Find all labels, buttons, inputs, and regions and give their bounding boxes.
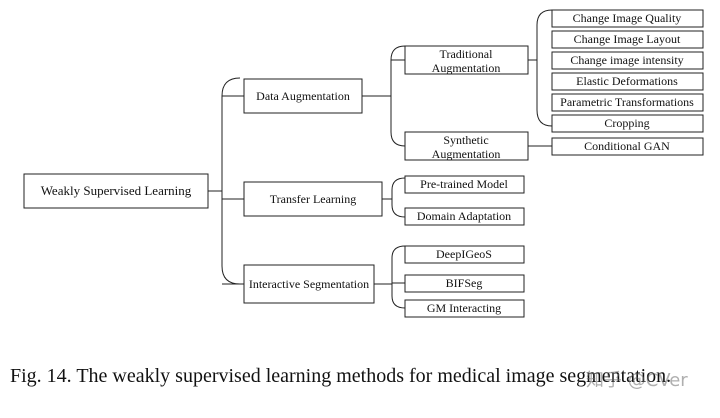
method-elastic-deformations: Elastic Deformations (551, 72, 704, 91)
method-label: Elastic Deformations (576, 74, 678, 88)
method-gm-interacting: GM Interacting (404, 299, 525, 318)
method-label: Domain Adaptation (417, 209, 511, 223)
method-cropping: Cropping (551, 114, 704, 133)
method-label: Cropping (604, 116, 649, 130)
root-label: Weakly Supervised Learning (41, 183, 192, 198)
method-label: GM Interacting (427, 301, 501, 315)
watermark: 知乎 @CVer (586, 370, 688, 391)
subcategory-label-line2: Augmentation (432, 147, 501, 161)
subcategory-label-line1: Synthetic (443, 133, 488, 147)
method-bifseg: BIFSeg (404, 274, 525, 293)
figure-caption-text: The weakly supervised learning methods f… (76, 365, 672, 387)
method-parametric-transformations: Parametric Transformations (551, 93, 704, 112)
method-change-image-intensity: Change image intensity (551, 51, 704, 70)
method-pre-trained-model: Pre-trained Model (404, 175, 525, 194)
subcategory-label-line1: Traditional (440, 47, 494, 61)
method-deepigeos: DeepIGeoS (404, 245, 525, 264)
method-change-image-quality: Change Image Quality (551, 9, 704, 28)
method-label: Conditional GAN (584, 139, 670, 153)
method-label: Change Image Layout (574, 32, 681, 46)
method-label: Parametric Transformations (560, 95, 694, 109)
category-label: Transfer Learning (270, 192, 357, 206)
method-change-image-layout: Change Image Layout (551, 30, 704, 49)
category-label: Data Augmentation (256, 89, 350, 103)
category-transfer-learning: Transfer Learning (243, 181, 383, 217)
method-label: BIFSeg (446, 276, 483, 290)
method-label: DeepIGeoS (436, 247, 492, 261)
subcategory-label-line2: Augmentation (432, 61, 501, 75)
method-conditional-gan: Conditional GAN (551, 137, 704, 156)
root-node: Weakly Supervised Learning (23, 173, 209, 209)
figure-caption: Fig. 14. The weakly supervised learning … (10, 364, 715, 388)
category-data-augmentation: Data Augmentation (243, 78, 363, 114)
method-label: Change Image Quality (573, 11, 682, 25)
method-label: Change image intensity (570, 53, 683, 67)
connectors (208, 9, 553, 309)
category-interactive-segmentation: Interactive Segmentation (243, 264, 375, 304)
method-domain-adaptation: Domain Adaptation (404, 207, 525, 226)
method-label: Pre-trained Model (420, 177, 508, 191)
figure-label: Fig. 14. (10, 365, 72, 387)
subcategory-traditional-augmentation: Traditional Augmentation (404, 45, 529, 75)
subcategory-synthetic-augmentation: Synthetic Augmentation (404, 131, 529, 161)
category-label: Interactive Segmentation (249, 277, 369, 291)
